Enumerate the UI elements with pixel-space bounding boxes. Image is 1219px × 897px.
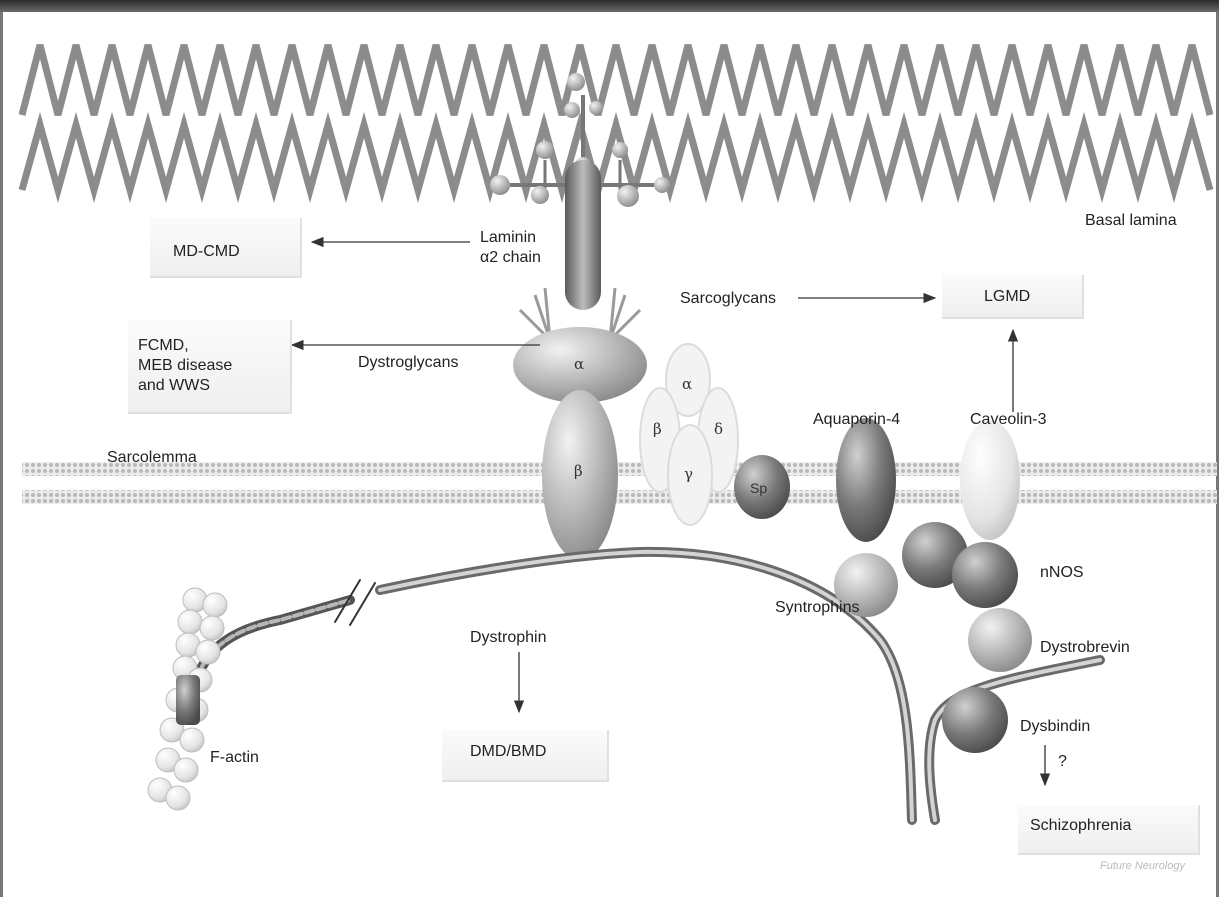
md-cmd-label: MD-CMD: [173, 242, 240, 262]
sarcoglycan-delta-symbol: δ: [714, 420, 723, 438]
dystroglycan-alpha-symbol: α: [574, 355, 584, 373]
sarcoglycan-gamma-symbol: γ: [684, 465, 693, 483]
figure-header-bar: [0, 0, 1219, 12]
f-actin-label: F-actin: [210, 748, 259, 768]
fcmd-label-line1: FCMD,: [138, 336, 189, 356]
laminin-label-line1: Laminin: [480, 228, 536, 248]
arrows: [292, 242, 1045, 785]
sp-label: Sp: [750, 478, 767, 498]
dysbindin-label: Dysbindin: [1020, 717, 1090, 737]
question-mark-label: ?: [1058, 752, 1067, 772]
actin-binding-domain: [176, 675, 200, 725]
laminin-alpha2-chain: [490, 73, 670, 310]
dystroglycan-beta-symbol: β: [574, 462, 583, 480]
left-border: [0, 12, 3, 897]
aquaporin-label: Aquaporin-4: [813, 410, 900, 430]
nnos-2: [952, 542, 1018, 608]
fcmd-label-line2: MEB disease: [138, 356, 232, 376]
nnos-label: nNOS: [1040, 563, 1084, 583]
basal-lamina-label: Basal lamina: [1085, 211, 1177, 231]
sarcoglycan-beta-symbol: β: [653, 420, 662, 438]
aquaporin-4: [836, 418, 896, 542]
caveolin-label: Caveolin-3: [970, 410, 1046, 430]
sarcoglycan-alpha-symbol: α: [682, 375, 692, 393]
dystrophin-label: Dystrophin: [470, 628, 546, 648]
caveolin-3: [960, 420, 1020, 540]
dystrobrevin-label: Dystrobrevin: [1040, 638, 1130, 658]
fcmd-label-line3: and WWS: [138, 376, 210, 396]
sarcolemma-label: Sarcolemma: [107, 448, 197, 468]
schizophrenia-label: Schizophrenia: [1030, 816, 1131, 836]
sarcolemma-inner-leaflet: [22, 490, 1217, 504]
dystroglycans-label: Dystroglycans: [358, 353, 458, 373]
dysbindin-protein: [942, 687, 1008, 753]
syntrophin-2: [968, 608, 1032, 672]
sarcolemma-outer-leaflet: [22, 462, 1217, 476]
lgmd-label: LGMD: [984, 287, 1030, 307]
figure-credit: Future Neurology: [1100, 860, 1185, 872]
dmd-bmd-label: DMD/BMD: [470, 742, 546, 762]
basal-lamina-zigzag: [22, 45, 1210, 190]
laminin-label-line2: α2 chain: [480, 248, 541, 268]
syntrophins-label: Syntrophins: [775, 598, 860, 618]
sarcoglycans-label: Sarcoglycans: [680, 289, 776, 309]
